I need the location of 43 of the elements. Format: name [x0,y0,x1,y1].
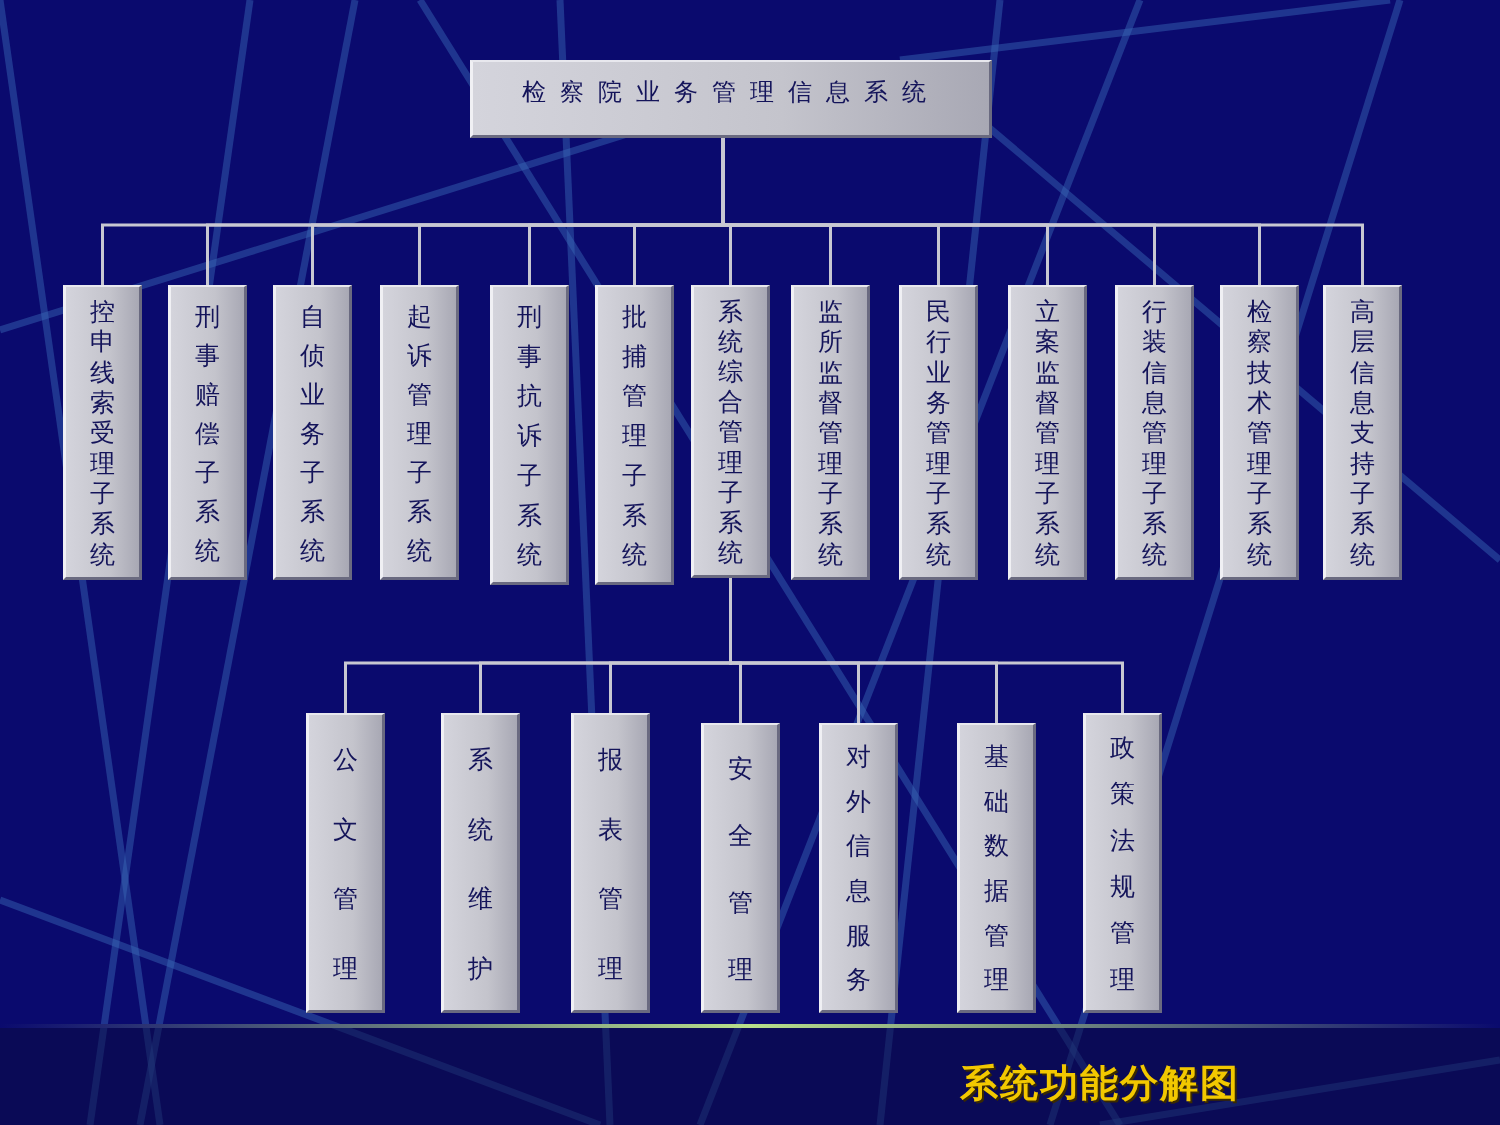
module-box [595,285,674,585]
box-label: 刑事赔偿子系统 [195,301,220,567]
module-box [273,285,352,580]
module-box [1083,713,1162,1013]
module-box [899,285,978,580]
box-label: 民行业务管理子系统 [926,297,951,570]
module-box [168,285,247,580]
box-label: 系统综合管理子系统 [718,297,743,568]
box-label: 起诉管理子系统 [407,301,432,567]
box-label: 自侦业务子系统 [300,301,325,567]
box-label: 基础数据管理 [984,741,1009,997]
module-box [1220,285,1299,580]
module-box [490,285,569,585]
box-label: 系统维护 [468,744,493,985]
module-box [306,713,385,1013]
module-box [691,285,770,578]
module-box [1008,285,1087,580]
module-box [1323,285,1402,580]
box-label: 安全管理 [728,753,753,986]
module-box [819,723,898,1013]
box-label: 报表管理 [598,744,623,985]
box-label: 高层信息支持子系统 [1350,297,1375,570]
box-title: 检察院业务管理信息系统 [521,77,941,108]
module-box [1115,285,1194,580]
module-box [957,723,1036,1013]
module-box [791,285,870,580]
box-label: 控申线索受理子系统 [90,297,115,570]
box-label: 立案监督管理子系统 [1035,297,1060,570]
root-box [470,60,992,138]
module-box [441,713,520,1013]
box-label: 政策法规管理 [1110,732,1135,996]
module-box [380,285,459,580]
box-label: 公文管理 [333,744,358,985]
box-label: 行装信息管理子系统 [1142,297,1167,570]
box-label: 检察技术管理子系统 [1247,297,1272,570]
box-label: 对外信息服务 [846,741,871,997]
box-label: 监所监督管理子系统 [818,297,843,570]
box-label: 批捕管理子系统 [622,301,647,572]
box-label: 刑事抗诉子系统 [517,301,542,572]
module-box [571,713,650,1013]
module-box [63,285,142,580]
module-box [701,723,780,1013]
caption: 系统功能分解图 [960,1060,1240,1107]
